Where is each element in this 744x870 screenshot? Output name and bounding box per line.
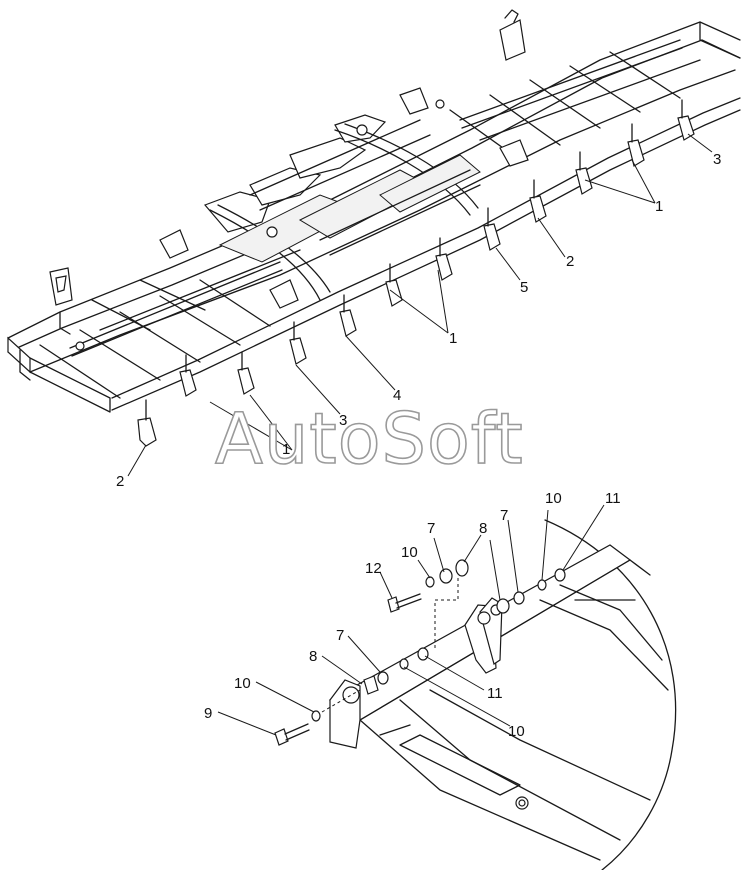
- shank-tines: [137, 99, 695, 447]
- callout-10a: 10: [401, 544, 418, 561]
- callout-3a: 3: [339, 412, 347, 429]
- callout-7b: 7: [500, 507, 508, 524]
- callout-11a: 11: [605, 490, 621, 507]
- callout-7c: 7: [336, 627, 344, 644]
- callout-11b: 11: [487, 685, 503, 702]
- callout-1b: 1: [449, 330, 457, 347]
- frame-assembly-drawing: [7, 9, 741, 477]
- callout-9: 9: [204, 705, 212, 722]
- callout-10c: 10: [234, 675, 251, 692]
- callout-10b: 10: [545, 490, 562, 507]
- callout-1c: 1: [655, 198, 663, 215]
- watermark-text: AutoSoft: [215, 398, 524, 480]
- callout-5: 5: [520, 279, 528, 296]
- callout-10d: 10: [508, 723, 525, 740]
- callout-1a: 1: [282, 441, 290, 458]
- detail-view-drawing: [217, 504, 677, 870]
- callout-3b: 3: [713, 151, 721, 168]
- callout-8c: 8: [309, 648, 317, 665]
- callout-2b: 2: [566, 253, 574, 270]
- callout-12: 12: [365, 560, 382, 577]
- callout-2a: 2: [116, 473, 124, 490]
- callout-4: 4: [393, 387, 401, 404]
- callout-7a: 7: [427, 520, 435, 537]
- callout-8a: 8: [479, 520, 487, 537]
